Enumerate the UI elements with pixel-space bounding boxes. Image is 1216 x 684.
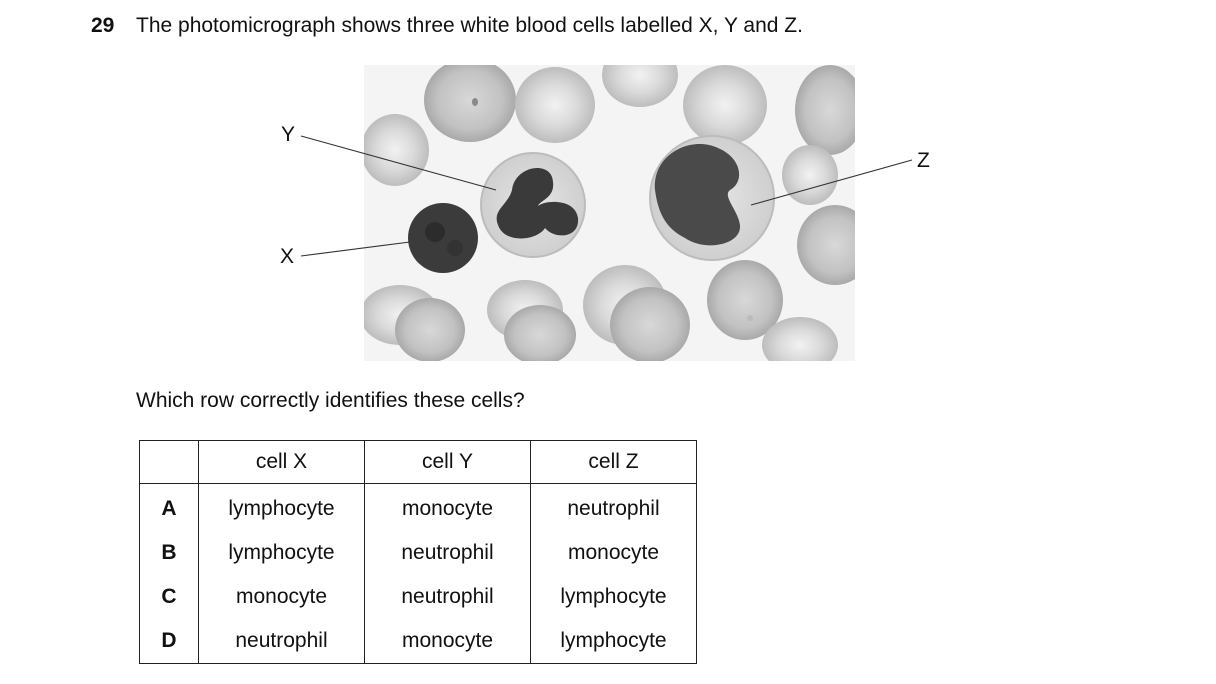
table-row: C monocyte neutrophil lymphocyte — [139, 575, 697, 619]
question-prompt: Which row correctly identifies these cel… — [136, 389, 525, 412]
header-cell-key — [139, 440, 199, 484]
table-row: B lymphocyte neutrophil monocyte — [139, 531, 697, 575]
label-y: Y — [281, 123, 296, 146]
table-row: D neutrophil monocyte lymphocyte — [139, 619, 697, 664]
cell-x-value: monocyte — [198, 575, 365, 619]
photomicrograph-image — [300, 65, 913, 361]
row-key: B — [139, 531, 199, 575]
label-line-y — [300, 135, 497, 191]
row-key: C — [139, 575, 199, 619]
row-key: A — [139, 483, 199, 531]
question-number: 29 — [91, 14, 115, 37]
cell-z-value: lymphocyte — [530, 619, 697, 664]
label-z: Z — [917, 149, 930, 172]
header-cell-z: cell Z — [530, 440, 697, 484]
cell-y-value: neutrophil — [364, 575, 531, 619]
table-row: A lymphocyte monocyte neutrophil — [139, 483, 697, 531]
figure: Y X Z — [280, 65, 930, 361]
cell-z-value: monocyte — [530, 531, 697, 575]
row-key: D — [139, 619, 199, 664]
label-line-x — [300, 241, 411, 257]
cell-z-value: lymphocyte — [530, 575, 697, 619]
answer-table: cell X cell Y cell Z A lymphocyte monocy… — [139, 440, 697, 664]
table-header-row: cell X cell Y cell Z — [139, 440, 697, 484]
header-cell-x: cell X — [198, 440, 365, 484]
label-x: X — [280, 245, 295, 268]
cell-x-value: neutrophil — [198, 619, 365, 664]
cell-y-value: monocyte — [364, 483, 531, 531]
label-line-z — [750, 159, 913, 206]
cell-y-value: monocyte — [364, 619, 531, 664]
cell-y-value: neutrophil — [364, 531, 531, 575]
cell-x-value: lymphocyte — [198, 531, 365, 575]
question-text: The photomicrograph shows three white bl… — [136, 14, 803, 37]
cell-z-value: neutrophil — [530, 483, 697, 531]
cell-x-value: lymphocyte — [198, 483, 365, 531]
header-cell-y: cell Y — [364, 440, 531, 484]
